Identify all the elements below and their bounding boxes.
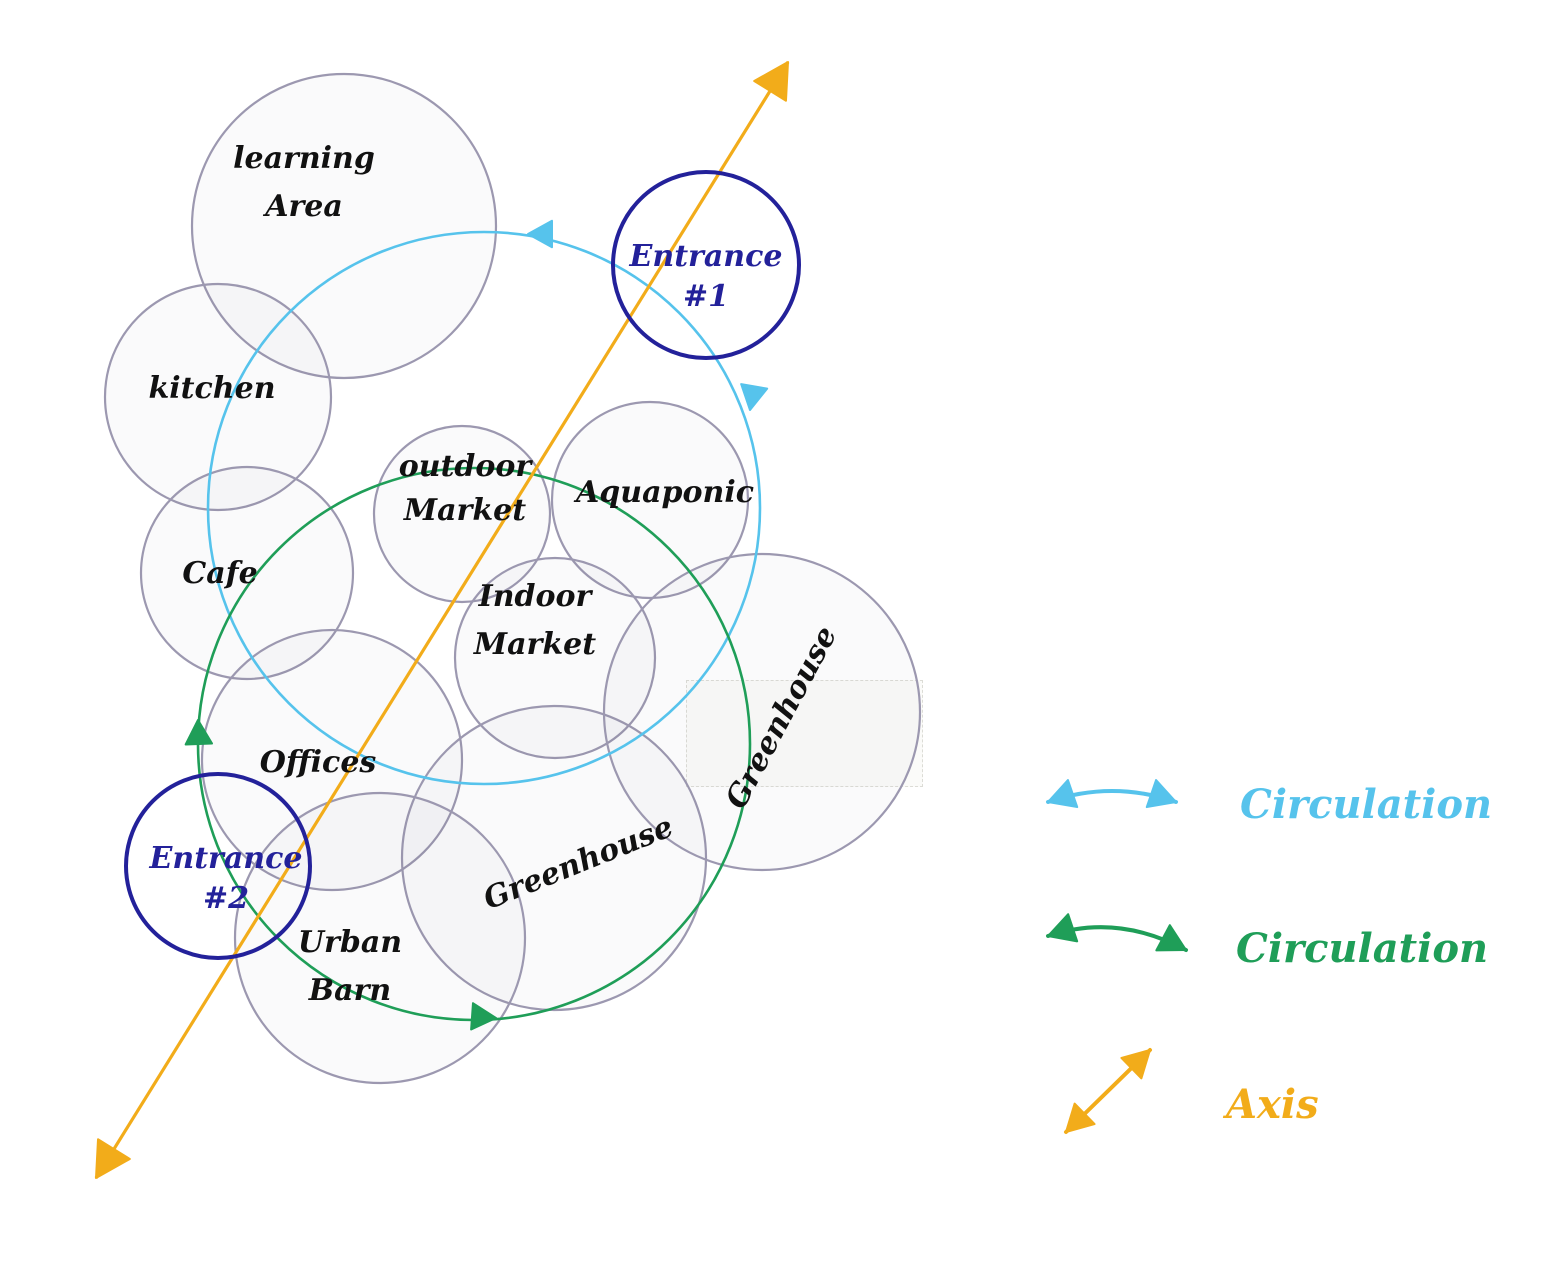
double-arrow-icon [1046, 779, 1178, 809]
space-bubble-aquaponics [550, 400, 750, 600]
arrow-head-icon [1145, 779, 1177, 809]
space-label-line: Cafe [182, 556, 257, 591]
space-label-line: Market [473, 627, 596, 662]
double-arrow-icon [1046, 913, 1188, 952]
arrow-head-icon [527, 219, 553, 249]
entrance-label-entrance-2: Entrance #2 [149, 841, 303, 916]
space-label-kitchen: kitchen [148, 371, 275, 406]
arrow-head-icon [1047, 779, 1079, 809]
arrow-head-icon [753, 61, 789, 102]
paper-patch [686, 680, 923, 787]
space-bubble-greenhouse-center [400, 704, 708, 1012]
entrance-label-line: Entrance [629, 239, 783, 274]
entrance-label-line: #1 [683, 279, 729, 314]
space-label-line: learning [233, 141, 375, 176]
space-label-line: Urban [298, 925, 402, 960]
legend-item-axis: Axis [1064, 1048, 1319, 1134]
double-arrow-icon [1064, 1048, 1152, 1134]
entrance-bubble-entrance-2 [124, 772, 312, 960]
space-label-line: Area [262, 189, 343, 224]
space-label-cafe: Cafe [182, 556, 257, 591]
entrance-label-line: #2 [203, 881, 249, 916]
legend-item-green-circulation: Circulation [1046, 913, 1488, 972]
line-axis [94, 61, 790, 1179]
arrow-head-icon [1047, 913, 1079, 943]
space-bubble-cafe [139, 465, 355, 681]
arrow-head-icon [1120, 1049, 1151, 1080]
space-bubble-indoor-market [453, 556, 657, 760]
loop-circulation-blue [206, 230, 762, 786]
space-bubble-learning-area [190, 72, 498, 380]
arrow-head-icon [184, 719, 214, 746]
entrance-label-entrance-1: Entrance #1 [629, 239, 783, 314]
legend-label-green-circulation: Circulation [1236, 925, 1488, 972]
space-bubble-greenhouse-right [602, 552, 922, 872]
arrow-head-icon [1155, 924, 1187, 952]
space-bubble-outdoor-market [372, 424, 552, 604]
arrow-head-icon [1065, 1102, 1096, 1133]
space-bubble-offices [200, 628, 464, 892]
space-label-line: Indoor [478, 579, 594, 614]
space-label-line: kitchen [148, 371, 275, 406]
space-label-line: Offices [260, 745, 377, 780]
space-label-aquaponics: Aquaponic [573, 475, 754, 510]
space-label-line: outdoor [399, 449, 534, 484]
legend-label-blue-circulation: Circulation [1240, 781, 1492, 828]
legend-label-axis: Axis [1222, 1081, 1319, 1128]
connectors-layer [94, 61, 790, 1179]
space-label-line: Aquaponic [573, 475, 754, 510]
space-bubble-urban-barn [233, 791, 527, 1085]
space-label-line: Market [403, 493, 526, 528]
arrow-head-icon [470, 1002, 497, 1031]
legend-item-blue-circulation: Circulation [1046, 779, 1492, 828]
arrow-head-icon [740, 383, 769, 411]
arrow-head-icon [95, 1138, 131, 1179]
spaces-layer [103, 72, 922, 1085]
entrances-layer [124, 170, 801, 960]
entrance-bubble-entrance-1 [611, 170, 801, 360]
space-label-offices: Offices [260, 745, 377, 780]
entrance-label-line: Entrance [149, 841, 303, 876]
space-label-line: Barn [308, 973, 391, 1008]
space-bubble-kitchen [103, 282, 333, 512]
